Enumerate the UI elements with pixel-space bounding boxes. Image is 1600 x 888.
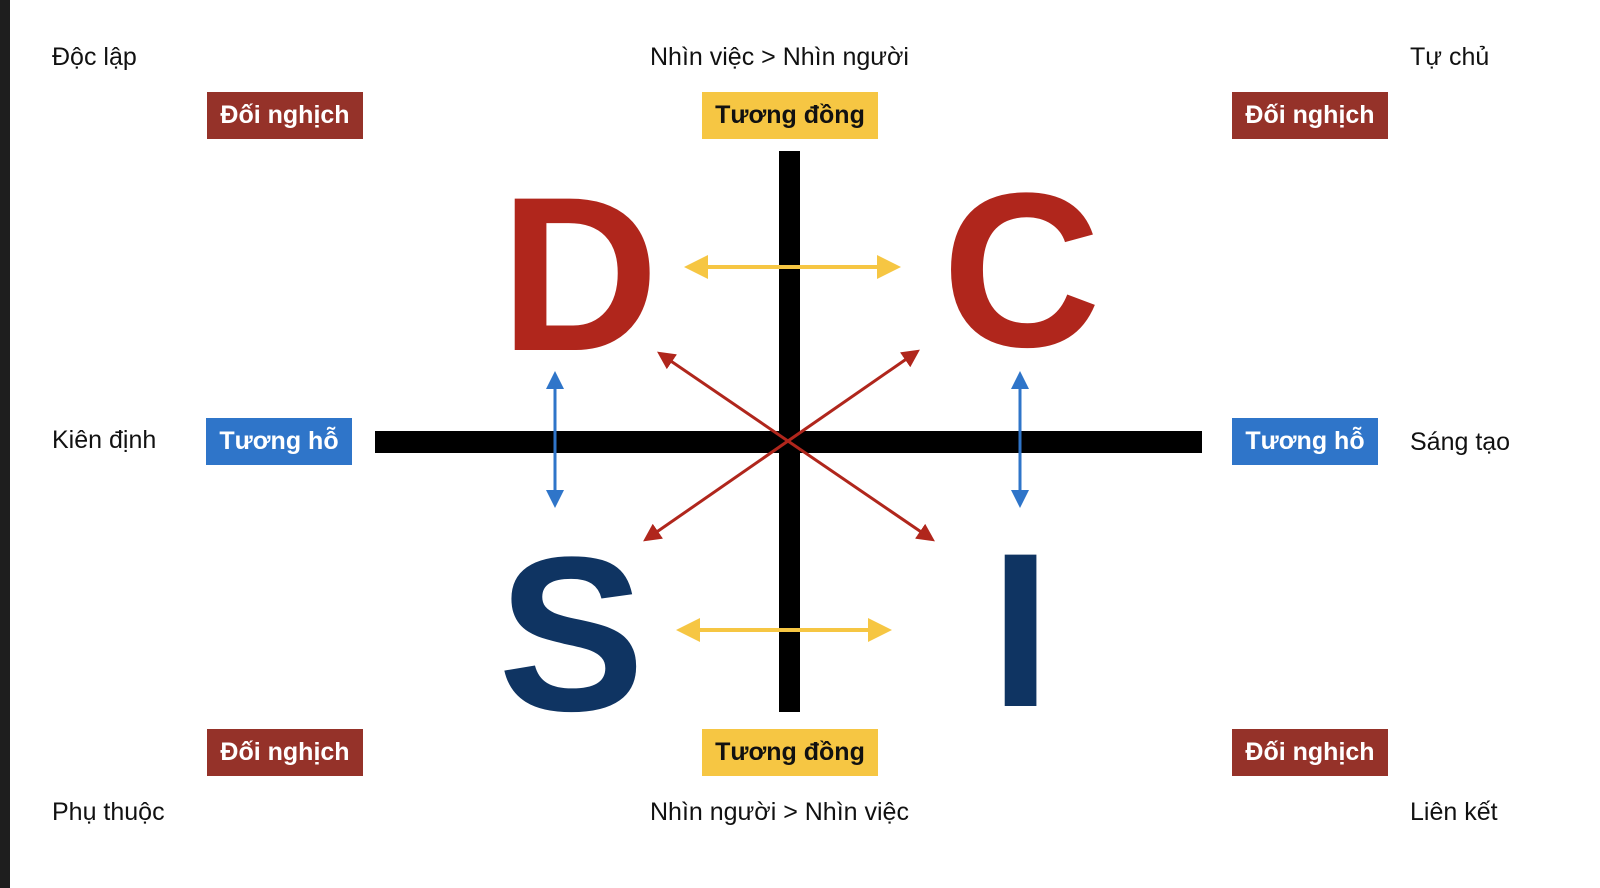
badge-opposite-bottom-left: Đối nghịch xyxy=(207,729,363,776)
letter-c: C xyxy=(942,147,1101,393)
label-creative: Sáng tạo xyxy=(1410,428,1511,456)
letter-s: S xyxy=(498,511,645,757)
label-people-over-task: Nhìn người > Nhìn việc xyxy=(650,798,909,826)
badge-opposite-top-left: Đối nghịch xyxy=(207,92,363,139)
label-steadfast: Kiên định xyxy=(52,426,157,454)
left-window-edge xyxy=(0,0,10,888)
label-autonomous: Tự chủ xyxy=(1410,43,1490,71)
opposite-arrow-c-s xyxy=(643,349,920,542)
letter-d: D xyxy=(500,151,659,397)
badge-opposite-top-right: Đối nghịch xyxy=(1232,92,1388,139)
label-dependent: Phụ thuộc xyxy=(52,798,165,826)
badge-similar-top: Tương đồng xyxy=(702,92,878,139)
badge-complementary-left: Tương hỗ xyxy=(206,418,352,465)
label-independent: Độc lập xyxy=(52,43,137,71)
label-task-over-people: Nhìn việc > Nhìn người xyxy=(650,43,909,71)
letter-i: I xyxy=(990,507,1051,753)
badge-opposite-bottom-right: Đối nghịch xyxy=(1232,729,1388,776)
badge-complementary-right: Tương hỗ xyxy=(1232,418,1378,465)
label-connected: Liên kết xyxy=(1410,798,1498,826)
badge-similar-bottom: Tương đồng xyxy=(702,729,878,776)
